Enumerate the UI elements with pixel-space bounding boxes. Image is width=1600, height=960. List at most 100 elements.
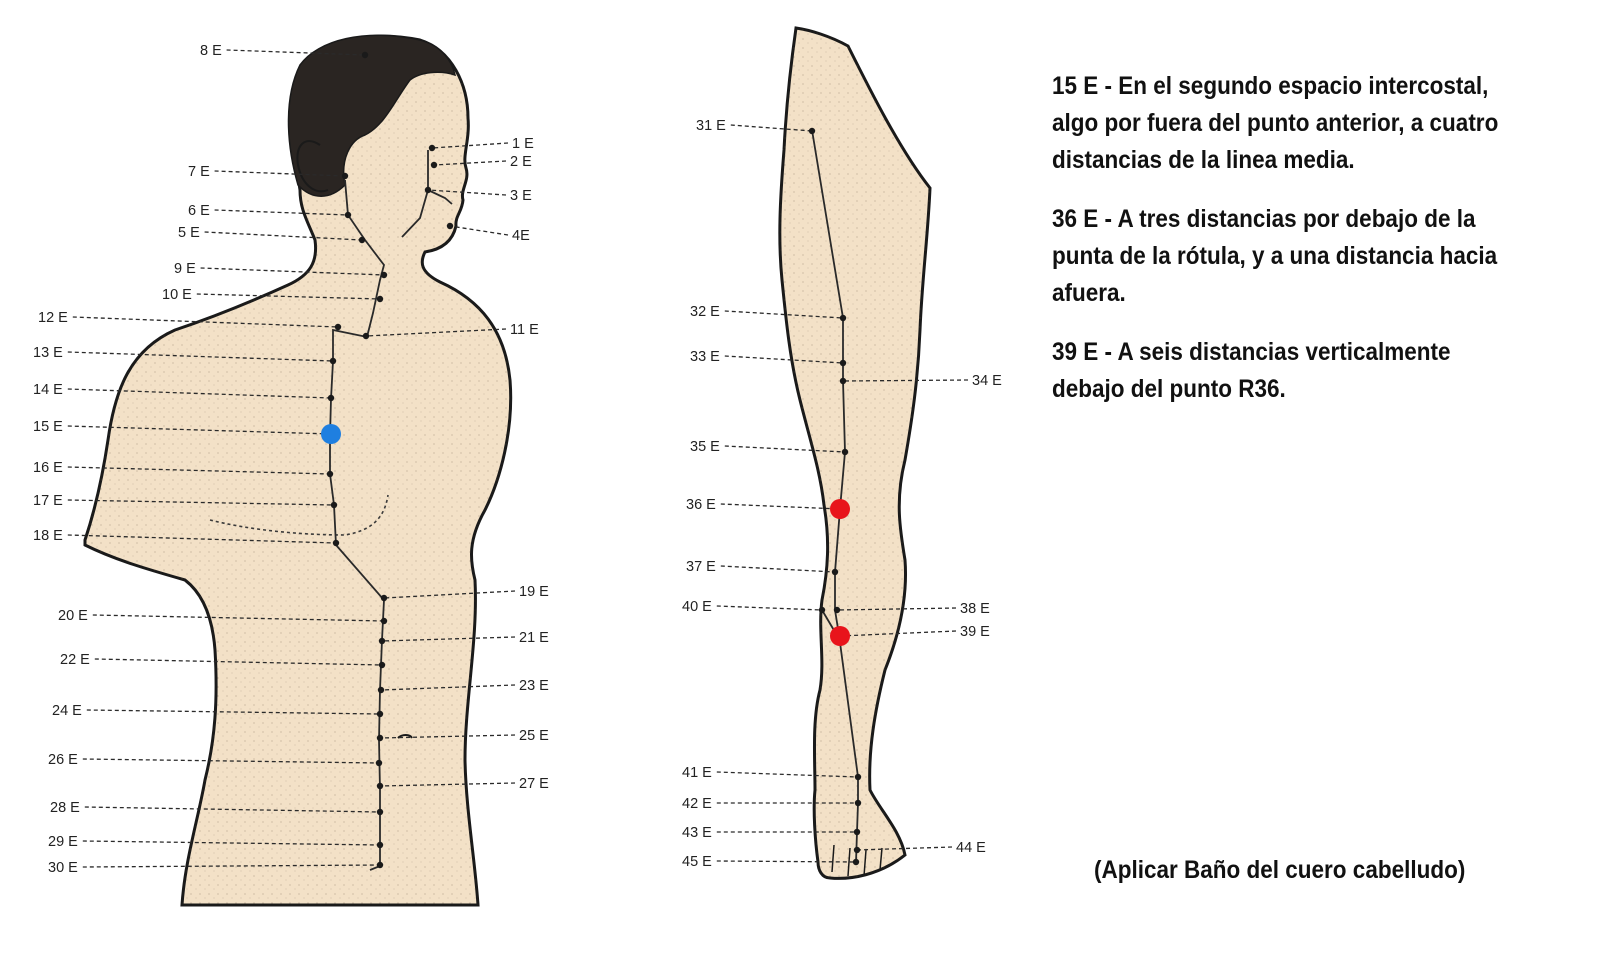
- torso-label-20: 20 E: [58, 608, 88, 624]
- acupoint-42: [854, 799, 862, 807]
- leader-line-22: [94, 658, 383, 666]
- note-15: 15 E - En el segundo espacio intercostal…: [1052, 72, 1499, 174]
- leader-line-29: [82, 840, 381, 846]
- leader-line-26: [82, 758, 380, 764]
- acupoint-33: [839, 359, 847, 367]
- leg-label-41: 41 E: [682, 765, 712, 781]
- leader-line-13: [67, 351, 334, 362]
- acupoint-26: [375, 759, 383, 767]
- acupoint-29: [376, 841, 384, 849]
- leader-line-16: [67, 466, 331, 475]
- torso-label-2: 2 E: [510, 154, 532, 170]
- hair: [287, 34, 456, 197]
- acupoint-1: [428, 144, 436, 152]
- torso-texture: [85, 36, 511, 905]
- acupoint-21: [378, 637, 386, 645]
- leg-figure: [778, 26, 932, 880]
- acupoint-20: [380, 617, 388, 625]
- footnote: (Aplicar Baño del cuero cabelludo): [1094, 856, 1466, 884]
- notes-panel: 15 E - En el segundo espacio intercostal…: [1052, 68, 1529, 430]
- torso-label-26: 26 E: [48, 752, 78, 768]
- torso-label-18: 18 E: [33, 528, 63, 544]
- acupoint-28: [376, 808, 384, 816]
- acupoint-24: [376, 710, 384, 718]
- leader-line-10: [196, 293, 381, 300]
- acupoint-32: [839, 314, 847, 322]
- leader-line-3: [427, 189, 507, 196]
- leader-line-37: [720, 565, 836, 573]
- leader-line-11: [365, 328, 507, 337]
- acupoint-37: [831, 568, 839, 576]
- acupoint-19: [380, 594, 388, 602]
- leg-label-32: 32 E: [690, 304, 720, 320]
- acupoint-38: [833, 606, 841, 614]
- torso-label-17: 17 E: [33, 493, 63, 509]
- torso-label-13: 13 E: [33, 345, 63, 361]
- acupoint-18: [332, 539, 340, 547]
- leader-line-45: [716, 860, 857, 863]
- leg-label-43: 43 E: [682, 825, 712, 841]
- leader-line-1: [431, 142, 509, 149]
- leader-line-35: [724, 445, 846, 453]
- torso-figure: [83, 34, 513, 907]
- leg-label-35: 35 E: [690, 439, 720, 455]
- torso-label-9: 9 E: [174, 261, 196, 277]
- highlight-point-36: [830, 499, 850, 519]
- highlight-point-15: [321, 424, 341, 444]
- leader-line-44: [856, 846, 953, 851]
- torso-label-27: 27 E: [519, 776, 549, 792]
- leg-label-38: 38 E: [960, 601, 990, 617]
- leader-line-5: [204, 231, 363, 241]
- acupoint-8: [361, 51, 369, 59]
- leader-line-18: [67, 534, 337, 544]
- acupoint-4: [446, 222, 454, 230]
- leg-label-34: 34 E: [972, 373, 1002, 389]
- leader-line-28: [84, 806, 381, 813]
- leader-line-41: [716, 771, 859, 778]
- acupoint-30: [376, 861, 384, 869]
- torso-label-1: 1 E: [512, 136, 534, 152]
- highlight-point-39: [830, 626, 850, 646]
- acupoint-27: [376, 782, 384, 790]
- torso-label-14: 14 E: [33, 382, 63, 398]
- leader-line-21: [381, 636, 516, 642]
- acupoint-22: [378, 661, 386, 669]
- leader-line-25: [379, 734, 516, 739]
- acupoint-7: [341, 172, 349, 180]
- torso-label-19: 19 E: [519, 584, 549, 600]
- leg-label-36: 36 E: [686, 497, 716, 513]
- acupoint-25: [376, 734, 384, 742]
- acupoint-6: [344, 211, 352, 219]
- leader-line-36: [720, 503, 841, 510]
- acupoint-43: [853, 828, 861, 836]
- acupoint-12: [334, 323, 342, 331]
- acupoint-11: [362, 332, 370, 340]
- torso-label-4: 4E: [512, 228, 530, 244]
- leg-label-39: 39 E: [960, 624, 990, 640]
- leader-line-30: [82, 864, 381, 868]
- leg-label-44: 44 E: [956, 840, 986, 856]
- acupoint-16: [326, 470, 334, 478]
- leg-label-45: 45 E: [682, 854, 712, 870]
- torso-label-3: 3 E: [510, 188, 532, 204]
- acupoint-2: [430, 161, 438, 169]
- leader-line-9: [200, 267, 385, 276]
- leg-label-40: 40 E: [682, 599, 712, 615]
- acupoint-13: [329, 357, 337, 365]
- acupoint-44: [853, 846, 861, 854]
- leader-line-23: [380, 684, 516, 691]
- torso-label-30: 30 E: [48, 860, 78, 876]
- leader-line-2: [433, 160, 507, 166]
- torso-label-11: 11 E: [510, 322, 539, 338]
- acupoint-10: [376, 295, 384, 303]
- torso-label-22: 22 E: [60, 652, 90, 668]
- toes: [831, 844, 883, 877]
- leader-line-33: [724, 355, 844, 364]
- leader-line-8: [226, 49, 366, 56]
- leader-line-14: [67, 388, 332, 399]
- torso-label-24: 24 E: [52, 703, 82, 719]
- acupoint-23: [377, 686, 385, 694]
- acupoint-17: [330, 501, 338, 509]
- torso-label-15: 15 E: [33, 419, 63, 435]
